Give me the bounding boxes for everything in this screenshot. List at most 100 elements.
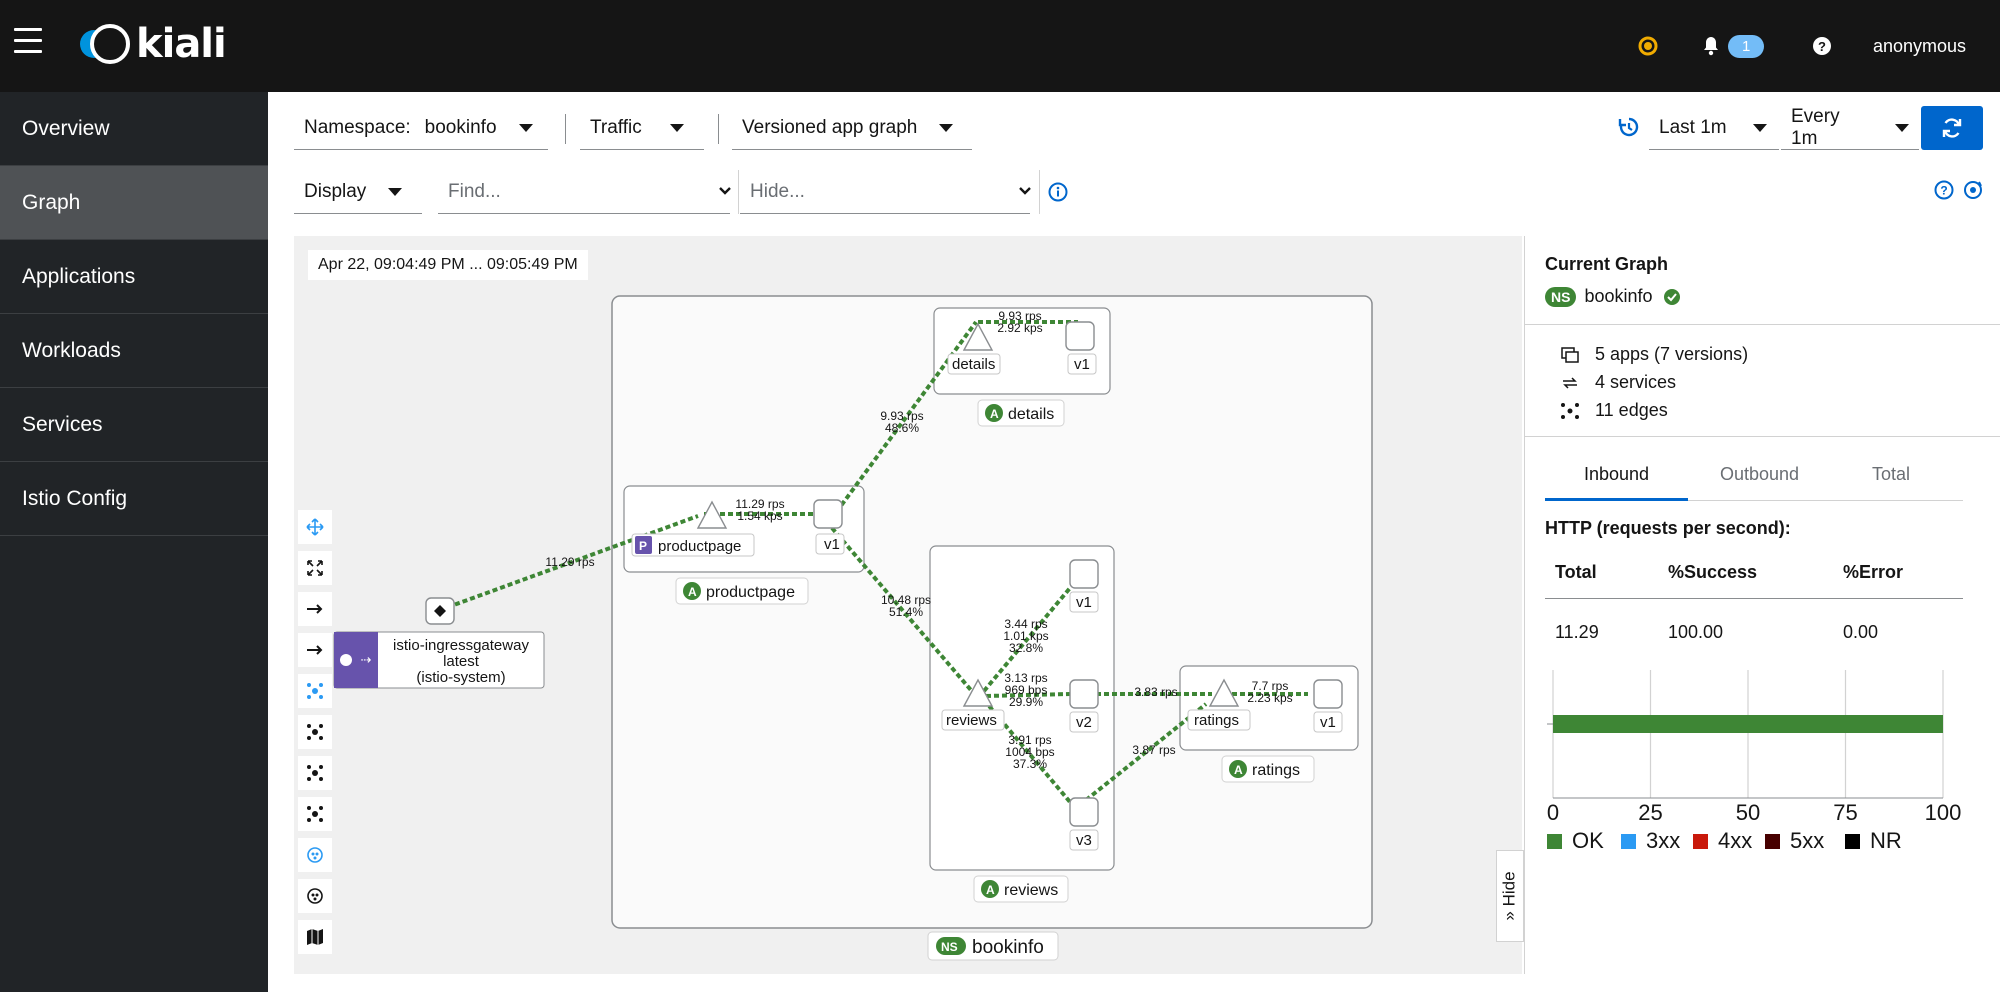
duration-label: Last 1m [1659,116,1727,138]
traffic-dropdown[interactable]: Traffic [580,106,704,150]
bar-ok [1553,715,1943,733]
reviews-service-node [962,678,994,707]
divider [565,114,566,144]
tab-outbound[interactable]: Outbound [1719,464,1800,484]
sidebar-item-istio-config[interactable]: Istio Config [0,462,268,536]
user-menu[interactable]: anonymous [1873,35,1967,56]
layout-3-icon[interactable] [298,756,332,790]
http-section-title: HTTP (requests per second): [1545,518,1791,538]
graph-tour-icon[interactable] [1963,180,1983,200]
hide-panel-button[interactable]: » Hide [1496,850,1524,942]
legend-nr-swatch [1845,833,1860,849]
help-circle-icon[interactable]: ? [1934,180,1954,200]
edge-label: 7.7 rps [1252,679,1289,693]
productpage-app-label: productpage [706,584,795,601]
pan-icon[interactable] [298,510,332,544]
caret-down-icon [939,123,954,132]
layout-1-icon[interactable] [298,674,332,708]
bell-icon [1704,37,1718,56]
info-circle-icon[interactable] [1048,182,1068,202]
display-label: Display [304,180,367,202]
edge-label: 3.87 rps [1132,743,1175,757]
status-icon[interactable] [1638,0,1658,92]
refresh-button[interactable] [1921,106,1983,150]
divider [1525,324,2000,325]
layout-4-icon[interactable] [298,797,332,831]
svg-text:latest: latest [443,653,480,670]
notifications-button[interactable]: 1 [1702,0,1765,92]
find-input[interactable]: Find... [438,170,730,214]
find-placeholder: Find... [448,180,501,202]
active-tab-indicator [1545,498,1688,501]
sidebar-item-overview[interactable]: Overview [0,92,268,166]
namespace-dropdown[interactable]: Namespace: bookinfo [294,106,548,150]
x-tick-label: 25 [1638,800,1662,822]
panel-namespace[interactable]: bookinfo [1584,286,1653,306]
reviews-v3-node [1069,797,1099,827]
legend-5xx-swatch [1765,833,1780,849]
productpage-service-node [696,500,728,529]
apps-stat: 5 apps (7 versions) [1561,344,1748,365]
applications-icon [1561,346,1579,363]
sidebar-item-services[interactable]: Services [0,388,268,462]
sidebar-item-applications[interactable]: Applications [0,240,268,314]
ingress-gateway-label[interactable]: ⇢ istio-ingressgateway latest (istio-sys… [333,631,545,689]
col-total: Total [1555,562,1597,582]
graph-type-dropdown[interactable]: Versioned app graph [732,106,972,150]
edge-label: 2.92 kps [997,321,1042,335]
sidebar: Overview Graph Applications Workloads Se… [0,92,268,992]
kiali-logo[interactable]: kiali [74,21,227,67]
hide-chevron-down-icon[interactable] [1018,186,1032,196]
ratings-app-label: ratings [1252,762,1300,779]
tab-total[interactable]: Total [1871,464,1911,484]
graph-canvas[interactable]: Apr 22, 09:04:49 PM ... 09:05:49 PM [294,236,1522,974]
history-icon[interactable] [1618,116,1640,138]
fit-to-screen-icon[interactable] [298,551,332,585]
details-app-label: details [1008,406,1054,423]
legend-5xx: 5xx [1765,828,1824,854]
graph-timestamp: Apr 22, 09:04:49 PM ... 09:05:49 PM [308,250,588,280]
productpage-v1-node [813,499,843,529]
find-chevron-down-icon[interactable] [718,186,732,196]
reviews-v1-node [1069,559,1099,589]
ratings-node-label: ratings [1194,712,1239,729]
namespace-badge: NS [1545,286,1577,307]
svg-text:istio-ingressgateway: istio-ingressgateway [393,637,529,654]
sidebar-item-graph[interactable]: Graph [0,166,268,240]
question-circle-icon: ? [1813,37,1831,55]
layout-cose-icon[interactable] [298,633,332,667]
layout-2-icon[interactable] [298,715,332,749]
layout-dagre-icon[interactable] [298,592,332,626]
edges-stat: 11 edges [1561,400,1668,421]
edge-label: 1004 bps [1005,745,1054,759]
edge-label: 11.29 rps [735,497,784,511]
edge-label: 3.44 rps [1004,617,1047,631]
duration-dropdown[interactable]: Last 1m [1649,106,1779,150]
caret-down-icon [518,123,533,132]
traffic-label: Traffic [590,116,642,138]
edge-label: 48.6% [885,421,919,435]
namespace-layout-icon[interactable] [298,838,332,872]
hamburger-menu-icon[interactable] [14,28,42,54]
namespace-layout-alt-icon[interactable] [298,879,332,913]
refresh-interval-dropdown[interactable]: Every 1m [1781,106,1919,150]
hide-input[interactable]: Hide... [740,170,1030,214]
sidebar-item-workloads[interactable]: Workloads [0,314,268,388]
value-error: 0.00 [1843,622,1879,642]
summary-panel: Current Graph NS bookinfo 5 apps (7 vers… [1524,236,2000,974]
caret-down-icon [388,187,403,196]
service-nodes[interactable] [696,322,1240,707]
v3-label: v3 [1076,832,1092,849]
edge-label: 3.83 rps [1134,685,1177,699]
workload-nodes[interactable] [425,321,1343,827]
legend-map-icon[interactable] [298,920,332,954]
legend-3xx: 3xx [1621,828,1680,854]
display-dropdown[interactable]: Display [294,170,422,214]
service-graph[interactable]: 11.29 rps 11.29 rps 1.54 kps 9.93 rps 48… [294,236,1522,974]
gateway-icon [434,605,446,617]
caret-down-icon [1752,123,1767,132]
tab-inbound[interactable]: Inbound [1583,464,1650,484]
help-button[interactable]: ? [1812,0,1832,92]
namespace-value: bookinfo [424,116,497,138]
